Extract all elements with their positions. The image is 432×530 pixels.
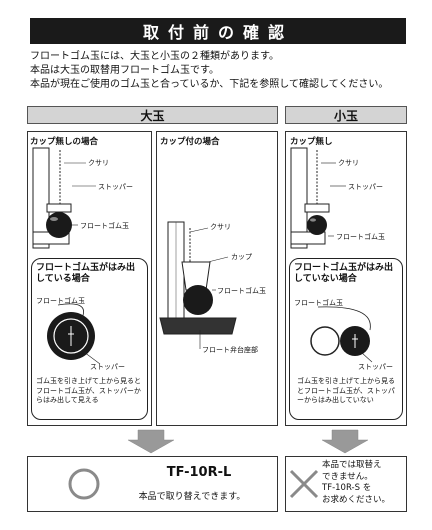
page-title: 取付前の確認 [30, 18, 406, 44]
arrow-down-icon-large [127, 429, 175, 454]
panel1-title: カップ無しの場合 [30, 137, 99, 147]
intro-line-1: フロートゴム玉には、大玉と小玉の２種類があります。 [30, 51, 279, 62]
panel1-inset-float-label: フロートゴム玉 [36, 297, 85, 305]
panel1-stopper-label: ストッパー [98, 183, 133, 191]
arrow-down-icon-small [321, 429, 369, 454]
panel2-float-label: フロートゴム玉 [217, 287, 266, 295]
result-ng-text: 本品では取替え できません。 TF-10R-S を お求めください。 [322, 460, 390, 506]
result-ng-line-3: TF-10R-S を [322, 483, 372, 493]
panel1-inset-title: フロートゴム玉がはみ出している場合 [36, 263, 136, 284]
panel3-title: カップ無し [290, 137, 333, 147]
panel3-chain-label: クサリ [338, 159, 359, 167]
result-ok-text: 本品で取り替えできます。 [138, 492, 246, 502]
result-ng-line-4: お求めください。 [322, 494, 391, 505]
panel1-float-label: フロートゴム玉 [80, 222, 129, 230]
intro-line-2: 本品は大玉の取替用フロートゴム玉です。 [30, 65, 219, 76]
panel1-inset-stopper-label: ストッパー [90, 363, 125, 371]
panel1-chain-label: クサリ [88, 159, 109, 167]
panel3-stopper-label: ストッパー [348, 183, 383, 191]
panel1-inset-note: ゴム玉を引き上げて上から見るとフロートゴム玉が、ストッパーからはみ出して見える [36, 377, 141, 404]
result-model: TF-10R-L [166, 465, 232, 480]
panel3-inset-note: ゴム玉を引き上げて上から見るとフロートゴム玉が、ストッパーからはみ出していない [297, 377, 395, 404]
panel3-inset-stopper-label: ストッパー [358, 363, 393, 371]
panel2-chain-label: クサリ [210, 223, 231, 231]
intro-line-3: 本品が現在ご使用のゴム玉と合っているか、下記を参照して確認してください。 [30, 79, 389, 90]
result-ng-line-1: 本品では取替え [322, 460, 382, 470]
panel2-cup-label: カップ [231, 253, 252, 261]
panel2-valve-seat-label: フロート弁台座部 [202, 346, 258, 354]
panel3-float-label: フロートゴム玉 [336, 233, 385, 241]
header-small-ball: 小玉 [285, 106, 407, 124]
check-circle-icon [68, 468, 100, 500]
panel3-inset-float-label: フロートゴム玉 [294, 299, 343, 307]
result-ng-line-2: できません。 [322, 471, 373, 482]
header-large-ball: 大玉 [27, 106, 278, 124]
panel2-title: カップ付の場合 [160, 137, 220, 147]
cross-icon [289, 469, 319, 499]
panel3-inset-title: フロートゴム玉がはみ出していない場合 [294, 263, 394, 284]
